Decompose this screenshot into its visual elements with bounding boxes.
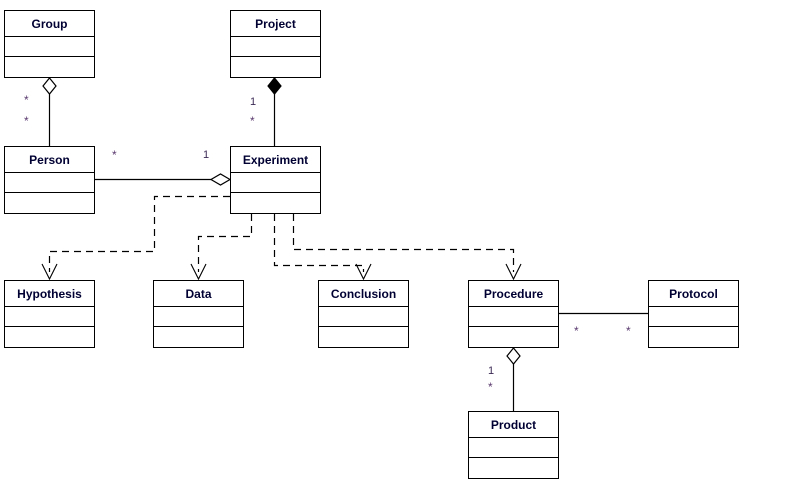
class-operations-group — [5, 57, 94, 77]
multiplicity-procedure-protocol-right: * — [626, 324, 631, 338]
class-attributes-protocol — [649, 307, 738, 327]
class-operations-protocol — [649, 327, 738, 347]
filled-diamond-marker — [267, 77, 282, 95]
class-name-hypothesis: Hypothesis — [5, 281, 94, 307]
class-operations-procedure — [469, 327, 558, 347]
multiplicity-project-experiment-top: 1 — [250, 96, 257, 108]
multiplicity-person-experiment-left: * — [112, 148, 117, 162]
class-box-hypothesis[interactable]: Hypothesis — [4, 280, 95, 348]
class-box-conclusion[interactable]: Conclusion — [318, 280, 409, 348]
class-attributes-hypothesis — [5, 307, 94, 327]
connector-procedure-product[interactable] — [506, 347, 521, 411]
class-box-procedure[interactable]: Procedure — [468, 280, 559, 348]
class-operations-person — [5, 193, 94, 213]
class-box-protocol[interactable]: Protocol — [648, 280, 739, 348]
connector-experiment-hypothesis[interactable] — [41, 195, 230, 281]
class-box-product[interactable]: Product — [468, 411, 559, 479]
connector-experiment-data[interactable] — [190, 214, 253, 281]
class-attributes-person — [5, 173, 94, 193]
open-arrow-marker — [190, 263, 207, 281]
class-attributes-data — [154, 307, 243, 327]
class-name-experiment: Experiment — [231, 147, 320, 173]
open-arrow-marker — [355, 263, 372, 281]
multiplicity-project-experiment-bottom: * — [250, 114, 255, 128]
class-box-experiment[interactable]: Experiment — [230, 146, 321, 214]
connector-experiment-procedure[interactable] — [292, 214, 522, 281]
class-attributes-experiment — [231, 173, 320, 193]
multiplicity-procedure-product-bottom: * — [488, 380, 493, 394]
class-name-data: Data — [154, 281, 243, 307]
class-operations-data — [154, 327, 243, 347]
class-attributes-procedure — [469, 307, 558, 327]
class-name-group: Group — [5, 11, 94, 37]
class-operations-product — [469, 458, 558, 478]
class-box-person[interactable]: Person — [4, 146, 95, 214]
class-box-group[interactable]: Group — [4, 10, 95, 78]
class-operations-experiment — [231, 193, 320, 213]
class-attributes-group — [5, 37, 94, 57]
multiplicity-procedure-protocol-left: * — [574, 324, 579, 338]
class-name-product: Product — [469, 412, 558, 438]
multiplicity-person-experiment-right: 1 — [203, 149, 210, 161]
multiplicity-group-person-bottom: * — [24, 114, 29, 128]
connector-experiment-conclusion[interactable] — [273, 214, 372, 281]
class-name-conclusion: Conclusion — [319, 281, 408, 307]
hollow-diamond-marker — [506, 347, 521, 365]
connector-person-experiment[interactable] — [95, 173, 232, 186]
class-name-procedure: Procedure — [469, 281, 558, 307]
class-box-project[interactable]: Project — [230, 10, 321, 78]
open-arrow-marker — [41, 263, 58, 281]
hollow-diamond-marker — [42, 77, 57, 95]
class-box-data[interactable]: Data — [153, 280, 244, 348]
class-attributes-product — [469, 438, 558, 458]
class-name-project: Project — [231, 11, 320, 37]
class-attributes-project — [231, 37, 320, 57]
class-operations-project — [231, 57, 320, 77]
class-name-protocol: Protocol — [649, 281, 738, 307]
multiplicity-group-person-top: * — [24, 93, 29, 107]
class-operations-hypothesis — [5, 327, 94, 347]
multiplicity-procedure-product-top: 1 — [488, 365, 495, 377]
class-attributes-conclusion — [319, 307, 408, 327]
class-name-person: Person — [5, 147, 94, 173]
hollow-diamond-marker — [209, 173, 232, 186]
connector-project-experiment[interactable] — [267, 77, 282, 146]
open-arrow-marker — [505, 263, 522, 281]
class-operations-conclusion — [319, 327, 408, 347]
connector-group-person[interactable] — [42, 77, 57, 146]
